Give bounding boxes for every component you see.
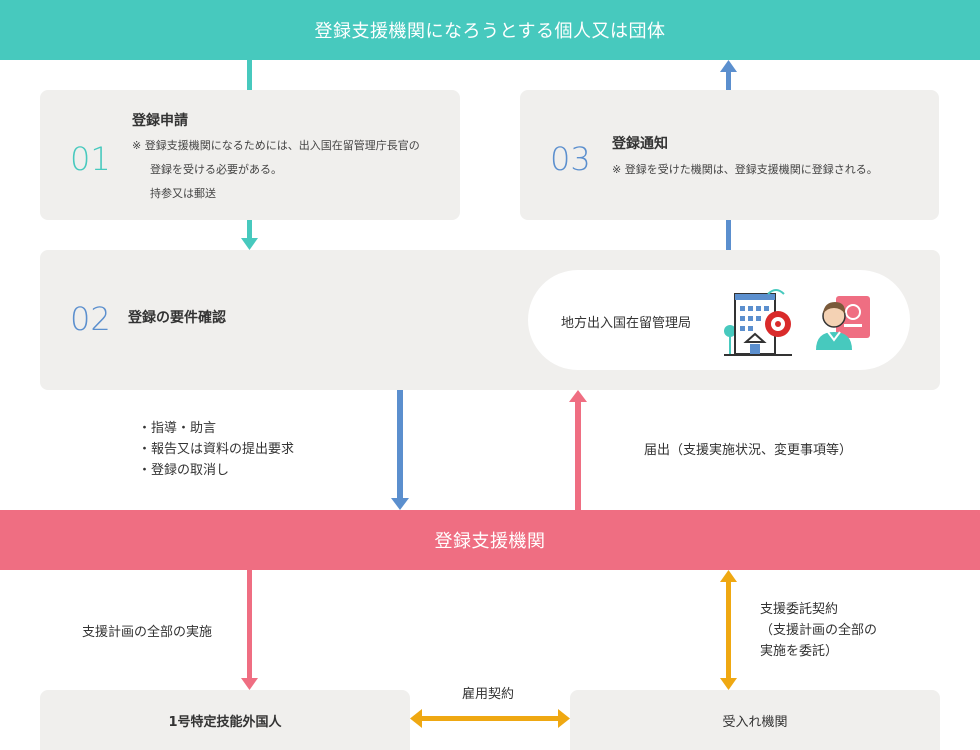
arrow-registered-org-receiver: [720, 570, 737, 690]
arrow-registered-org-to-step02: [569, 390, 587, 510]
registered-support-org-title: 登録支援機関: [434, 531, 546, 552]
step03-note: ※ 登録を受けた機関は、登録支援機関に登録される。: [612, 163, 878, 176]
guidance-item-1: ・指導・助言: [138, 421, 217, 436]
top-banner: 登録支援機関になろうとする個人又は団体: [0, 0, 980, 60]
report-label: 届出（支援実施状況、変更事項等）: [644, 443, 853, 458]
guidance-item-2: ・報告又は資料の提出要求: [138, 442, 295, 457]
arrow-step03-to-banner: [720, 60, 737, 90]
person-passport-icon: [816, 296, 870, 350]
contract-line-3: 実施を委託）: [760, 644, 839, 659]
guidance-item-3: ・登録の取消し: [138, 463, 230, 478]
guidance-list: ・指導・助言 ・報告又は資料の提出要求 ・登録の取消し: [138, 418, 294, 481]
step01-number: 01: [70, 140, 111, 178]
arrow-registered-org-to-worker: [241, 570, 258, 690]
office-label: 地方出入国在留管理局: [561, 316, 692, 331]
contract-line-1: 支援委託契約: [760, 602, 839, 617]
step01-box: 01 登録申請 ※ 登録支援機関になるためには、出入国在留管理庁長官の 登録を受…: [40, 90, 460, 220]
step02-title: 登録の要件確認: [128, 310, 226, 326]
step03-title: 登録通知: [612, 136, 668, 152]
contract-line-2: （支援計画の全部の: [760, 623, 878, 638]
step01-note-line2: 登録を受ける必要がある。: [150, 163, 282, 176]
receiving-org-box: 受入れ機関: [570, 690, 940, 750]
government-building-icon: [724, 289, 792, 356]
step03-box: 03 登録通知 ※ 登録を受けた機関は、登録支援機関に登録される。: [520, 90, 939, 220]
registered-support-org-banner: 登録支援機関: [0, 510, 980, 570]
step03-number: 03: [550, 140, 591, 178]
top-banner-title: 登録支援機関になろうとする個人又は団体: [314, 21, 666, 42]
step01-note-line1: ※ 登録支援機関になるためには、出入国在留管理庁長官の: [132, 139, 420, 152]
foreign-worker-label: 1号特定技能外国人: [168, 714, 282, 730]
step02-number: 02: [70, 300, 111, 338]
employment-contract-label: 雇用契約: [462, 687, 515, 702]
arrow-banner-to-step01: [247, 60, 252, 90]
arrow-step02-to-step03: [726, 220, 731, 250]
arrow-step02-to-registered-org: [391, 390, 409, 510]
receiving-org-label: 受入れ機関: [722, 714, 788, 730]
foreign-worker-box: 1号特定技能外国人: [40, 690, 410, 750]
arrow-step01-to-step02: [241, 220, 258, 250]
step01-title: 登録申請: [132, 113, 188, 129]
support-plan-label: 支援計画の全部の実施: [82, 625, 213, 640]
support-contract-label: 支援委託契約 （支援計画の全部の 実施を委託）: [760, 599, 877, 662]
regional-immigration-office: 地方出入国在留管理局: [528, 270, 910, 370]
step01-note-line3: 持参又は郵送: [150, 187, 216, 200]
arrow-employment-contract: [410, 709, 570, 728]
